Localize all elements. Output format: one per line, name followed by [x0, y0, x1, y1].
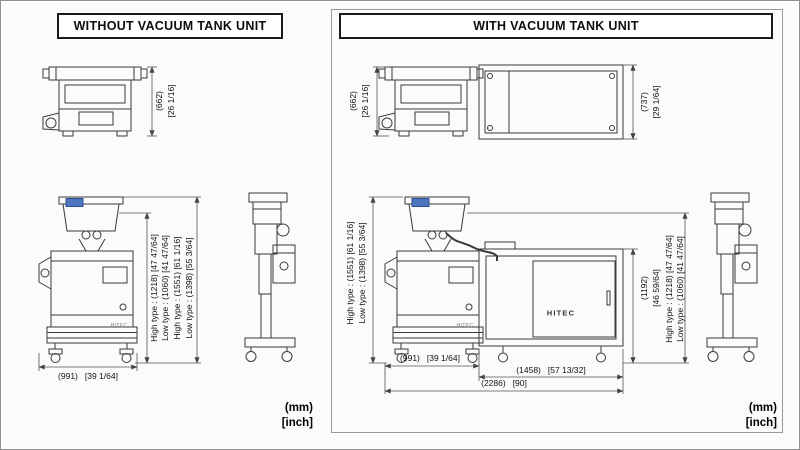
- left-width-dim: (991) [39 1/64]: [58, 371, 118, 381]
- right-panel-frame: [331, 9, 783, 433]
- right-dimension-lines: [369, 64, 689, 394]
- left-units-inch: [inch]: [281, 416, 313, 429]
- left-side-view: [244, 192, 296, 362]
- vacuum-tank-front-view: [445, 232, 624, 363]
- right-machine-width-mm: (991): [400, 353, 420, 363]
- right-units-inch: [inch]: [745, 416, 777, 429]
- left-panel-title: WITHOUT VACUUM TANK UNIT: [57, 13, 283, 39]
- right-front-view: [384, 196, 484, 363]
- left-overall-height-high: High type : (1551) [61 1/16]: [172, 236, 182, 340]
- left-machine-brand-label: HITEC: [110, 323, 128, 329]
- right-depth-inch: [26 1/16]: [360, 84, 370, 118]
- right-panel-title: WITH VACUUM TANK UNIT: [339, 13, 773, 39]
- right-tank-width-inch: [57 13/32]: [547, 365, 586, 375]
- right-machine-width-dim: (991) [39 1/64]: [400, 353, 460, 363]
- left-top-view: [42, 66, 148, 137]
- left-units-mm: (mm): [284, 402, 313, 414]
- right-overall-height-low: Low type : (1398) [55 3/64]: [356, 222, 367, 324]
- right-side-view: [706, 192, 758, 362]
- right-overall-width-mm: (2286): [481, 378, 506, 388]
- right-units-mm: (mm): [748, 402, 777, 414]
- left-units-note: (mm) [inch]: [231, 401, 313, 431]
- right-units-note: (mm) [inch]: [691, 401, 777, 431]
- right-tank-height-mm: (1192): [639, 276, 649, 300]
- right-tank-width-mm: (1458): [516, 365, 541, 375]
- left-dimension-lines: [38, 66, 201, 371]
- right-depth-mm: (662): [348, 91, 358, 111]
- right-machine-width-inch: [39 1/64]: [426, 353, 460, 363]
- vacuum-tank-top-view: [478, 64, 624, 140]
- right-tank-height-inch: [46 59/64]: [650, 269, 661, 307]
- right-overall-width-inch: [90]: [512, 378, 527, 388]
- right-hopper-height-low: Low type : (1060) [41 47/64]: [675, 236, 685, 342]
- left-depth-mm: (662): [153, 91, 164, 111]
- right-hopper-height-high: High type : (1218) [47 47/64]: [664, 235, 674, 343]
- right-machine-brand-label: HITEC: [456, 323, 474, 329]
- right-tank-width-dim: (1458) [57 13/32]: [516, 365, 585, 375]
- left-width-mm: (991): [58, 371, 78, 381]
- left-hopper-height-high: High type : (1218) [47 47/64]: [149, 234, 159, 342]
- right-top-view: [378, 66, 484, 137]
- left-front-view: [38, 196, 138, 363]
- right-overall-width-dim: (2286) [90]: [481, 378, 527, 388]
- left-width-inch: [39 1/64]: [84, 371, 118, 381]
- tank-brand-label: HITEC: [546, 308, 576, 318]
- right-tank-depth-mm: (737): [639, 92, 649, 112]
- left-depth-inch: [26 1/16]: [165, 84, 176, 118]
- left-overall-height-low: Low type : (1398) [55 3/64]: [183, 237, 194, 339]
- right-overall-height-high: High type : (1551) [61 1/16]: [345, 221, 355, 325]
- left-hopper-height-low: Low type : (1060) [41 47/64]: [160, 235, 170, 341]
- right-tank-depth-inch: [29 1/64]: [651, 85, 661, 119]
